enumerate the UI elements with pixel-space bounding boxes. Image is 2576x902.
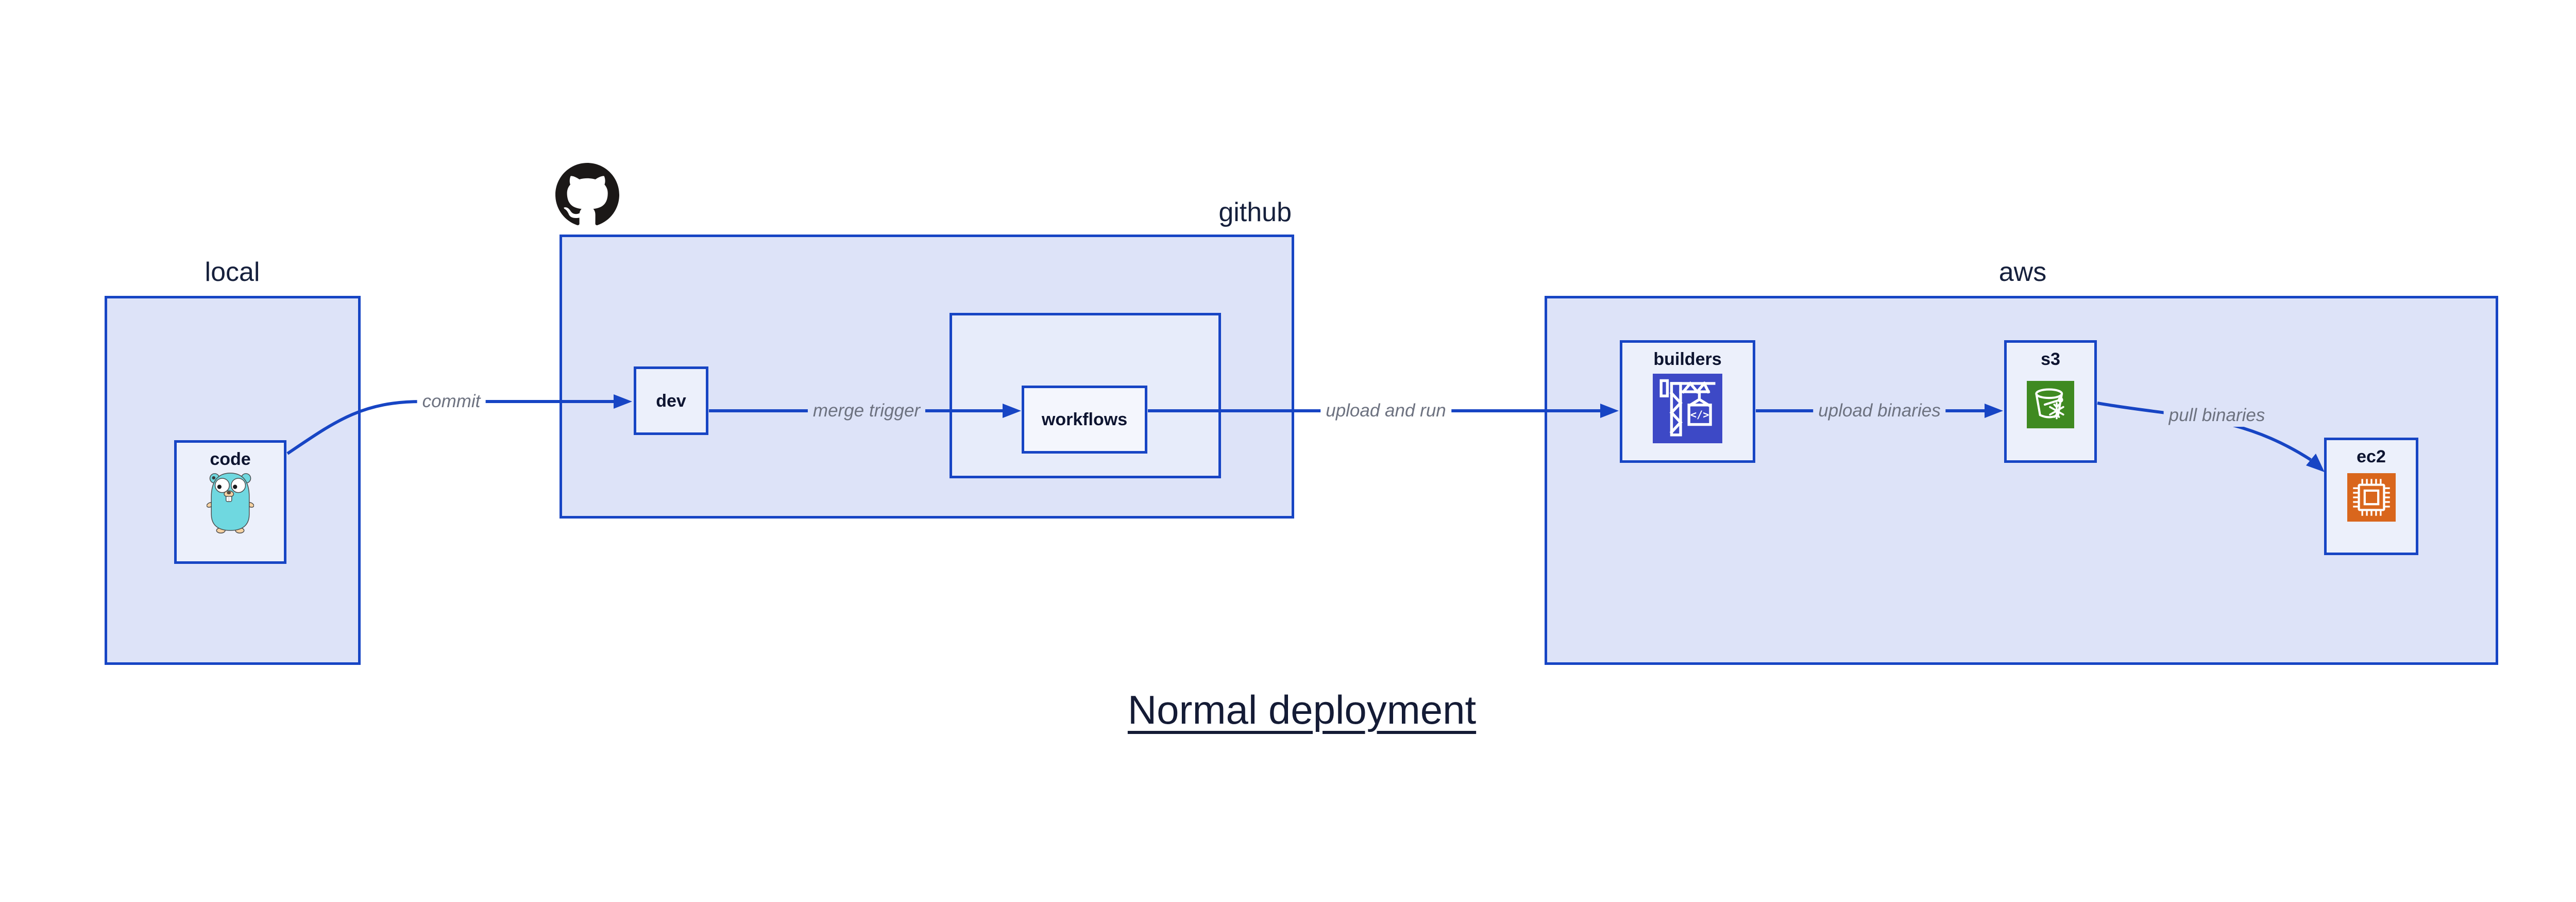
github-octocat-icon — [555, 163, 619, 225]
node-builders: builders </> — [1620, 340, 1755, 463]
node-code: code — [174, 440, 286, 564]
edge-label-merge-trigger: merge trigger — [807, 399, 926, 422]
container-label-github: github — [1218, 197, 1292, 227]
codebuild-crane-icon: </> — [1653, 374, 1722, 443]
edge-label-commit: commit — [417, 390, 486, 413]
svg-text:</>: </> — [1690, 408, 1709, 421]
node-label-builders: builders — [1653, 349, 1722, 369]
edge-label-upload-binaries: upload binaries — [1813, 399, 1946, 422]
diagram-title: Normal deployment — [1127, 687, 1477, 732]
edge-label-pull-binaries: pull binaries — [2163, 404, 2270, 427]
container-label-local: local — [205, 257, 260, 287]
node-s3: s3 — [2004, 340, 2097, 463]
container-label-aws: aws — [1998, 257, 2047, 287]
node-label-code: code — [210, 449, 251, 469]
node-dev: dev — [634, 366, 708, 435]
node-label-workflows: workflows — [1041, 410, 1128, 429]
edge-label-upload-and-run: upload and run — [1320, 399, 1451, 422]
node-label-ec2: ec2 — [2357, 447, 2386, 466]
node-ec2: ec2 — [2324, 438, 2418, 555]
node-workflows: workflows — [1022, 386, 1147, 454]
go-gopher-icon — [207, 473, 254, 533]
node-label-s3: s3 — [2041, 349, 2060, 369]
ec2-chip-icon — [2347, 473, 2396, 522]
s3-glacier-bucket-icon — [2027, 381, 2074, 428]
node-label-dev: dev — [656, 391, 686, 411]
